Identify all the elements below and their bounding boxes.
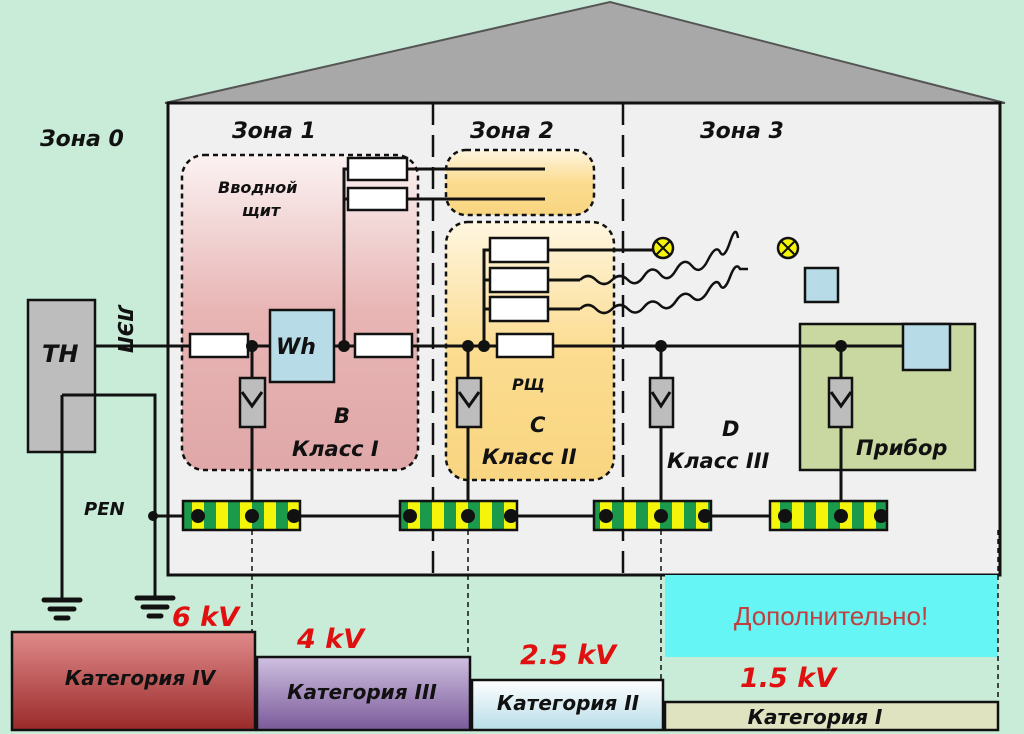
class-letter-c: C xyxy=(530,413,546,437)
category-i-label: Категория I xyxy=(748,705,883,729)
zone-1-label: Зона 1 xyxy=(231,119,316,144)
main-panel-label: Вводной xyxy=(218,178,298,197)
pen-busbars xyxy=(181,499,889,532)
category-boundaries xyxy=(251,530,999,702)
zone-3-label: Зона 3 xyxy=(699,119,784,144)
additional-label: Дополнительно! xyxy=(734,601,928,631)
device-label: Прибор xyxy=(856,436,947,460)
wavy-cable xyxy=(579,230,740,286)
main-panel-label-2: щит xyxy=(242,201,282,220)
additional-box xyxy=(665,575,998,657)
meter-label: Wh xyxy=(276,335,316,360)
ground-icon xyxy=(41,597,83,621)
surge-protector-icons xyxy=(238,376,854,429)
category-iii-block xyxy=(255,655,472,732)
voltage-2-5kv: 2.5 kV xyxy=(520,640,618,671)
voltage-1-5kv: 1.5 kV xyxy=(740,663,838,694)
category-iv-block xyxy=(10,630,257,732)
category-ii-block xyxy=(470,678,665,732)
zone2-upper-area xyxy=(444,148,596,217)
class-letter-d: D xyxy=(722,417,739,441)
roof xyxy=(164,0,1006,104)
rsch-label: РЩ xyxy=(512,375,545,394)
zone-2-label: Зона 2 xyxy=(469,119,554,144)
wavy-cable xyxy=(579,265,748,315)
voltage-6kv: 6 kV xyxy=(172,602,241,633)
meter-box xyxy=(268,308,336,384)
lamp-icon xyxy=(776,236,800,260)
category-i-block xyxy=(663,700,1000,732)
junction-dots xyxy=(148,340,847,521)
lamp-icon xyxy=(651,236,675,260)
ground-wires xyxy=(60,393,157,600)
voltage-4kv: 4 kV xyxy=(296,624,366,655)
load-box xyxy=(803,266,840,304)
zone-0-label: Зона 0 xyxy=(39,127,124,152)
device-socket xyxy=(901,322,952,372)
category-iv-label: Категория IV xyxy=(65,666,217,690)
transformer-label: ТН xyxy=(42,340,78,368)
class-name-1: Класс I xyxy=(292,437,379,461)
category-ii-label: Категория II xyxy=(497,691,640,715)
ground-icon xyxy=(134,595,176,619)
spd-wires xyxy=(250,346,843,516)
class-name-2: Класс II xyxy=(482,445,577,469)
category-iii-label: Категория III xyxy=(287,680,437,704)
class-name-3: Класс III xyxy=(667,449,770,473)
breakers xyxy=(188,156,555,359)
pen-label: PEN xyxy=(84,499,125,520)
class-letter-b: B xyxy=(334,404,350,428)
